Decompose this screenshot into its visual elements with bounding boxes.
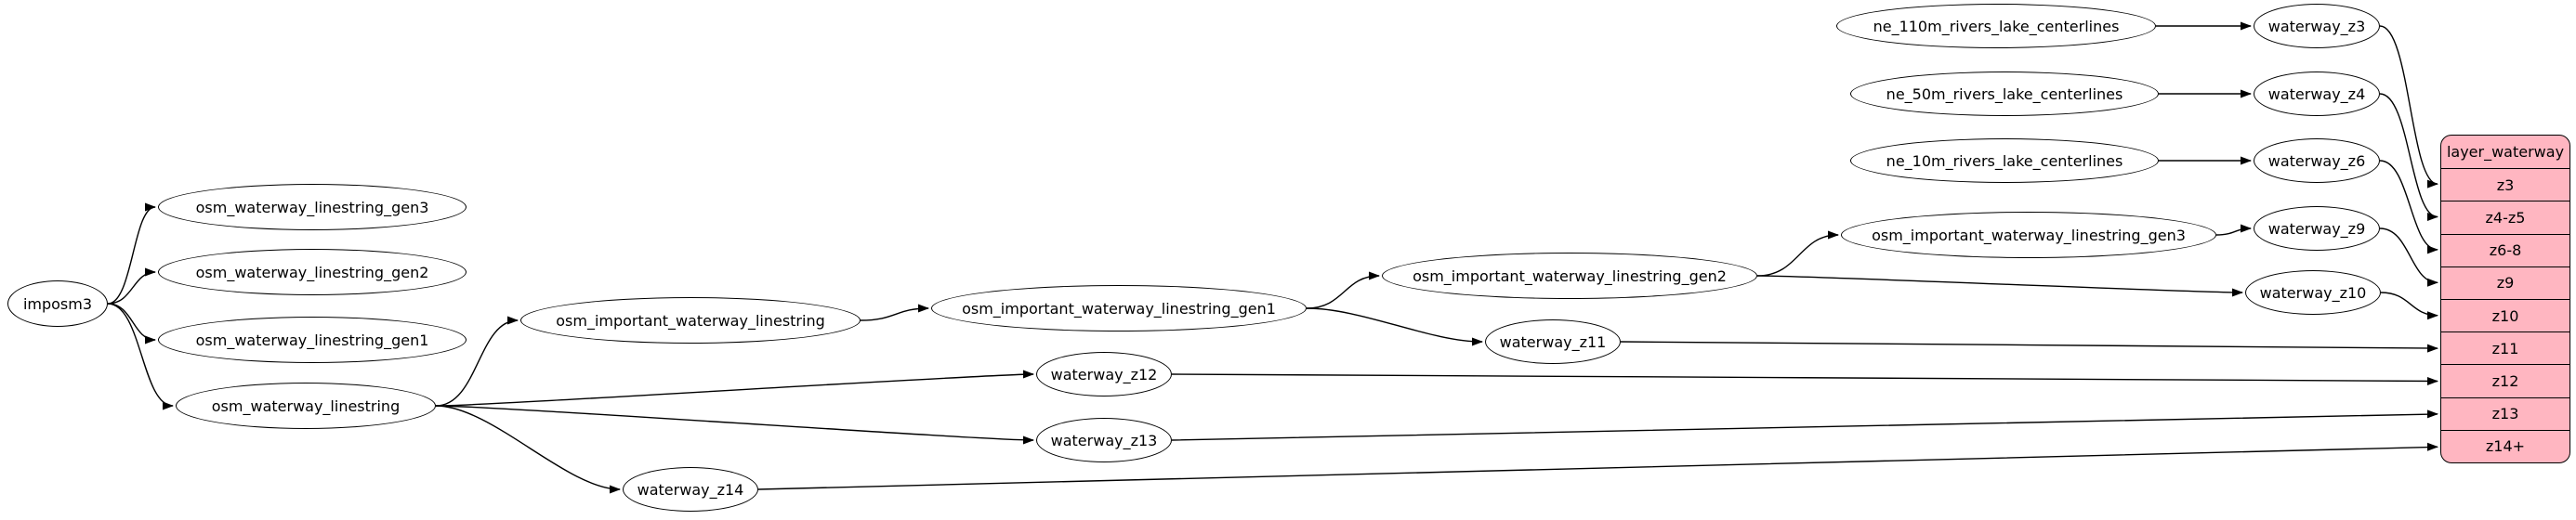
record-row-z9: z9: [2441, 266, 2569, 299]
edge-waterway_z12-to-record:z12: [1171, 373, 2438, 385]
edge-osm_waterway_linestring-to-osm_important_waterway_linestring: [435, 316, 519, 407]
record-row-z4-z5: z4-z5: [2441, 201, 2569, 233]
node-osm_important_waterway_linestring: osm_important_waterway_linestring: [520, 297, 861, 344]
edge-osm_waterway_linestring-to-waterway_z12: [435, 370, 1034, 407]
node-waterway_z12: waterway_z12: [1036, 352, 1172, 396]
record-row-z12: z12: [2441, 364, 2569, 396]
node-osm_waterway_linestring: osm_waterway_linestring: [176, 383, 436, 429]
edge-osm_important_waterway_linestring_gen3-to-waterway_z9: [2215, 224, 2252, 236]
edge-osm_waterway_linestring-to-waterway_z13: [435, 405, 1034, 445]
node-ne_110m_rivers_lake_centerlines: ne_110m_rivers_lake_centerlines: [1836, 4, 2156, 48]
edge-waterway_z6-to-record:z6-8: [2379, 160, 2438, 254]
edge-imposm3-to-osm_waterway_linestring_gen1: [107, 303, 156, 344]
node-waterway_z9: waterway_z9: [2254, 206, 2380, 251]
edge-osm_important_waterway_linestring_gen2-to-osm_important_waterway_linestring_gen3: [1756, 230, 1839, 277]
edge-waterway_z13-to-record:z13: [1171, 410, 2438, 441]
record-row-z6-8: z6-8: [2441, 233, 2569, 266]
record-row-z11: z11: [2441, 332, 2569, 364]
record-row-z13: z13: [2441, 396, 2569, 430]
node-waterway_z10: waterway_z10: [2245, 270, 2381, 315]
edge-osm_important_waterway_linestring_gen1-to-osm_important_waterway_linestring_gen2: [1306, 271, 1380, 309]
edge-osm_waterway_linestring-to-waterway_z14: [435, 405, 621, 494]
edge-waterway_z11-to-record:z11: [1620, 341, 2438, 353]
edge-imposm3-to-osm_waterway_linestring_gen3: [107, 202, 156, 305]
node-osm_waterway_linestring_gen2: osm_waterway_linestring_gen2: [158, 249, 467, 295]
edge-osm_important_waterway_linestring-to-osm_important_waterway_linestring_gen1: [860, 304, 929, 321]
edge-waterway_z10-to-record:z10: [2380, 292, 2438, 320]
node-ne_10m_rivers_lake_centerlines: ne_10m_rivers_lake_centerlines: [1850, 138, 2159, 183]
edge-osm_important_waterway_linestring_gen2-to-waterway_z10: [1756, 275, 2243, 297]
record-row-z10: z10: [2441, 299, 2569, 332]
node-osm_important_waterway_linestring_gen1: osm_important_waterway_linestring_gen1: [931, 285, 1307, 332]
node-osm_important_waterway_linestring_gen3: osm_important_waterway_linestring_gen3: [1841, 212, 2216, 258]
record-header-layer-waterway: layer_waterway: [2446, 143, 2565, 162]
record-row-z14+: z14+: [2441, 429, 2569, 462]
node-osm_waterway_linestring_gen3: osm_waterway_linestring_gen3: [158, 184, 467, 230]
edge-waterway_z3-to-record:z3: [2379, 25, 2438, 188]
node-waterway_z4: waterway_z4: [2254, 72, 2380, 116]
edge-waterway_z4-to-record:z4-z5: [2379, 93, 2438, 221]
node-waterway_z14: waterway_z14: [623, 467, 758, 512]
edge-waterway_z14-to-record:z14+: [757, 442, 2438, 490]
node-waterway_z11: waterway_z11: [1485, 319, 1621, 364]
node-waterway_z6: waterway_z6: [2254, 138, 2380, 183]
node-waterway_z3: waterway_z3: [2254, 4, 2380, 48]
node-osm_important_waterway_linestring_gen2: osm_important_waterway_linestring_gen2: [1382, 253, 1757, 299]
node-waterway_z13: waterway_z13: [1036, 418, 1172, 462]
edge-imposm3-to-osm_waterway_linestring: [107, 303, 174, 410]
edge-waterway_z9-to-record:z9: [2379, 228, 2438, 287]
node-ne_50m_rivers_lake_centerlines: ne_50m_rivers_lake_centerlines: [1850, 72, 2159, 116]
record-row-z3: z3: [2441, 168, 2569, 201]
edge-imposm3-to-osm_waterway_linestring_gen2: [107, 267, 156, 305]
node-imposm3: imposm3: [7, 280, 108, 327]
node-osm_waterway_linestring_gen1: osm_waterway_linestring_gen1: [158, 317, 467, 363]
edge-osm_important_waterway_linestring_gen1-to-waterway_z11: [1306, 307, 1483, 346]
